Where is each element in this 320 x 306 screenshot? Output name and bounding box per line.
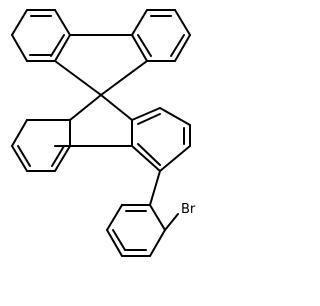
carbon-bromine-bond xyxy=(164,213,179,231)
upper-fluorene-five-membered-ring xyxy=(54,34,148,96)
upper-fluorene-right-benzene-ring xyxy=(131,9,191,62)
bromophenyl-benzene-ring xyxy=(106,204,166,257)
bromine-atom-label: Br xyxy=(181,202,196,217)
lower-fluorene-five-membered-ring xyxy=(54,94,133,147)
aryl-linking-bond xyxy=(149,170,161,206)
chemical-structure-diagram: Br xyxy=(11,9,196,257)
upper-fluorene-left-benzene-ring xyxy=(11,9,71,62)
lower-fluorene-right-benzene-ring xyxy=(131,107,191,172)
chemical-structure-figure: Br xyxy=(11,9,196,257)
lower-fluorene-left-benzene-ring xyxy=(11,119,71,172)
